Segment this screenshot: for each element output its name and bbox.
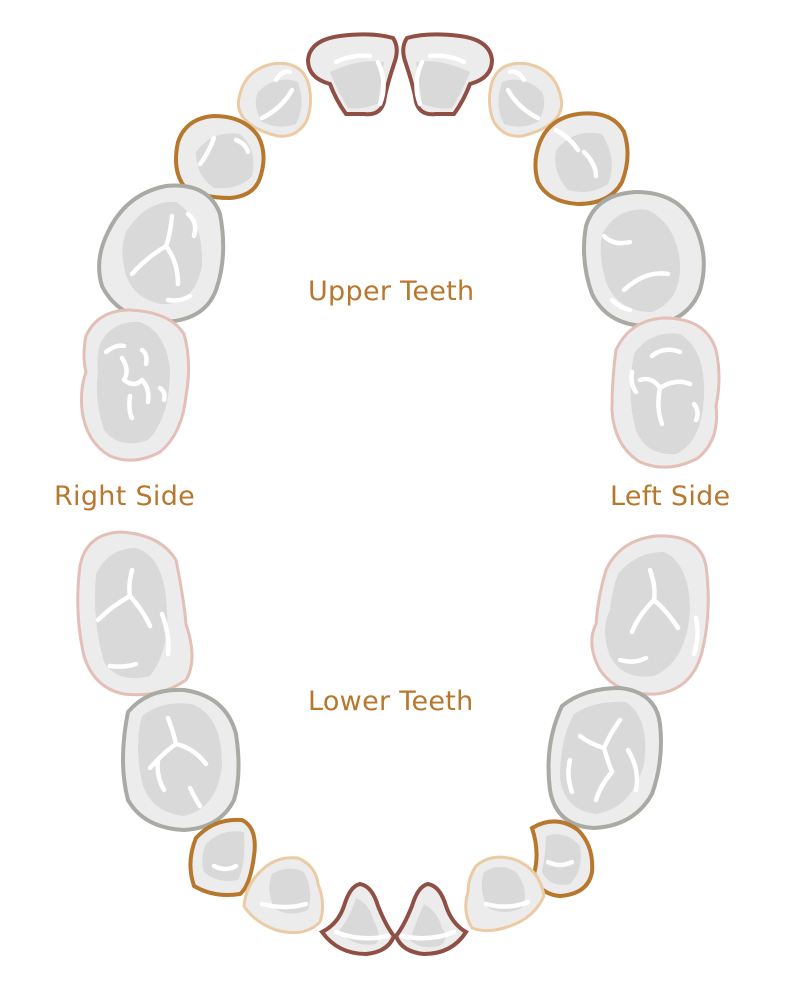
lower-right-first-molar[interactable] — [76, 530, 194, 697]
left-side-label: Left Side — [610, 481, 731, 512]
lower-left-canine[interactable] — [529, 819, 595, 899]
upper-right-lateral-incisor[interactable] — [236, 61, 313, 138]
upper-left-first-molar[interactable] — [610, 316, 721, 469]
upper-left-second-molar[interactable] — [582, 189, 706, 329]
upper-right-second-molar[interactable] — [97, 183, 226, 325]
upper-right-central-incisor[interactable] — [305, 32, 399, 117]
lower-left-central-incisor[interactable] — [393, 881, 469, 957]
lower-right-canine[interactable] — [188, 817, 257, 897]
upper-right-canine[interactable] — [174, 113, 266, 201]
upper-right-first-molar[interactable] — [80, 308, 191, 462]
lower-left-second-molar[interactable] — [546, 685, 663, 831]
upper-teeth-label: Upper Teeth — [308, 276, 475, 307]
right-side-label: Right Side — [54, 481, 196, 512]
lower-right-second-molar[interactable] — [121, 687, 241, 833]
lower-left-first-molar[interactable] — [590, 534, 710, 696]
lower-right-central-incisor[interactable] — [318, 881, 397, 957]
upper-left-lateral-incisor[interactable] — [487, 61, 564, 138]
upper-left-canine[interactable] — [533, 111, 630, 207]
lower-right-lateral-incisor[interactable] — [242, 856, 325, 935]
lower-teeth-label: Lower Teeth — [308, 686, 474, 717]
lower-left-lateral-incisor[interactable] — [464, 855, 546, 933]
upper-left-central-incisor[interactable] — [401, 32, 495, 117]
